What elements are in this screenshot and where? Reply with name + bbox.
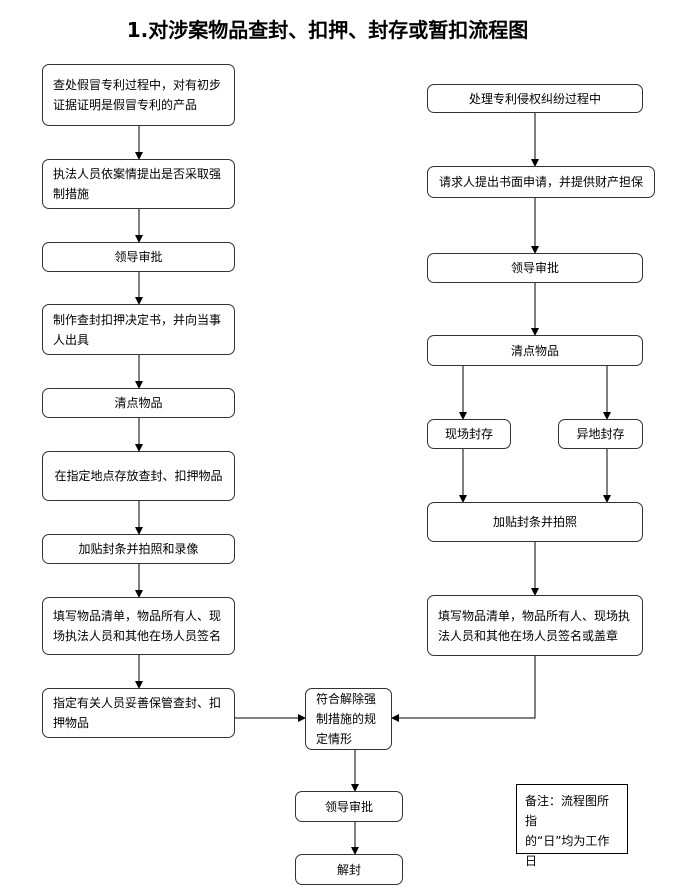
flow-step-left: 清点物品	[42, 388, 235, 418]
flow-step-left: 加贴封条并拍照和录像	[42, 534, 235, 564]
flow-step-left: 执法人员依案情提出是否采取强制措施	[42, 159, 235, 209]
step-text: 在指定地点存放查封、扣押物品	[54, 469, 223, 483]
step-text: 加贴封条并拍照和录像	[78, 542, 199, 556]
step-text: 备注：流程图所指	[525, 794, 610, 828]
flow-step-left: 指定有关人员妥善保管查封、扣押物品	[42, 688, 235, 738]
step-text: 法人员和其他在场人员签名或盖章	[438, 628, 619, 643]
step-text: 现场封存	[444, 427, 493, 441]
flow-step-left: 在指定地点存放查封、扣押物品	[42, 451, 235, 501]
step-text: 领导审批	[114, 250, 163, 264]
step-text: 填写物品清单，物品所有人、现	[53, 609, 222, 623]
step-text: 填写物品清单，物品所有人、现场执	[438, 608, 631, 623]
step-text: 日	[525, 854, 538, 868]
step-text: 证据证明是假冒专利的产品	[53, 98, 198, 112]
step-text: 清点物品	[510, 343, 559, 358]
flow-step-left: 查处假冒专利过程中，对有初步证据证明是假冒专利的产品	[42, 64, 235, 126]
step-text: 符合解除强	[316, 692, 377, 706]
step-text: 领导审批	[324, 799, 373, 814]
flow-step-right: 加贴封条并拍照	[427, 502, 643, 542]
flow-step-right: 领导审批	[427, 253, 643, 283]
step-text: 查处假冒专利过程中，对有初步	[53, 78, 222, 92]
flow-step-center: 领导审批	[295, 791, 403, 822]
arrow	[391, 656, 536, 722]
step-text: 的“日”均为工作	[525, 834, 610, 848]
flow-step-right: 异地封存	[558, 419, 643, 449]
step-text: 指定有关人员妥善保管查封、扣	[53, 696, 222, 710]
flow-step-right: 填写物品清单，物品所有人、现场执法人员和其他在场人员签名或盖章	[427, 595, 643, 656]
step-text: 制措施的规	[316, 712, 377, 726]
flow-step-center: 解封	[295, 854, 403, 885]
step-text: 制作查封扣押决定书，并向当事	[53, 312, 222, 327]
step-text: 加贴封条并拍照	[492, 515, 577, 529]
step-text: 押物品	[53, 716, 90, 730]
flow-step-left: 领导审批	[42, 242, 235, 272]
flow-step-right: 请求人提出书面申请，并提供财产担保	[427, 166, 655, 198]
page-title: 1.对涉案物品查封、扣押、封存或暂扣流程图	[126, 18, 529, 42]
step-text: 场执法人员和其他在场人员签名	[53, 629, 222, 643]
step-text: 领导审批	[510, 261, 559, 275]
step-text: 执法人员依案情提出是否采取强	[53, 167, 222, 181]
flow-step-center: 符合解除强制措施的规定情形	[305, 688, 392, 750]
flow-step-left: 填写物品清单，物品所有人、现场执法人员和其他在场人员签名	[42, 597, 235, 655]
flow-step-right: 现场封存	[427, 419, 511, 449]
step-text: 人出具	[53, 332, 90, 347]
step-text: 清点物品	[114, 396, 163, 410]
flow-step-left: 制作查封扣押决定书，并向当事人出具	[42, 304, 235, 355]
step-text: 异地封存	[576, 427, 625, 441]
step-text: 解封	[336, 862, 361, 877]
flow-step-right: 处理专利侵权纠纷过程中	[427, 84, 643, 113]
note-box: 备注：流程图所指的“日”均为工作日	[516, 784, 628, 868]
step-text: 处理专利侵权纠纷过程中	[468, 91, 601, 106]
step-text: 请求人提出书面申请，并提供财产担保	[438, 175, 643, 189]
step-text: 制措施	[53, 187, 90, 201]
flow-step-right: 清点物品	[427, 335, 643, 366]
step-text: 定情形	[316, 732, 353, 746]
